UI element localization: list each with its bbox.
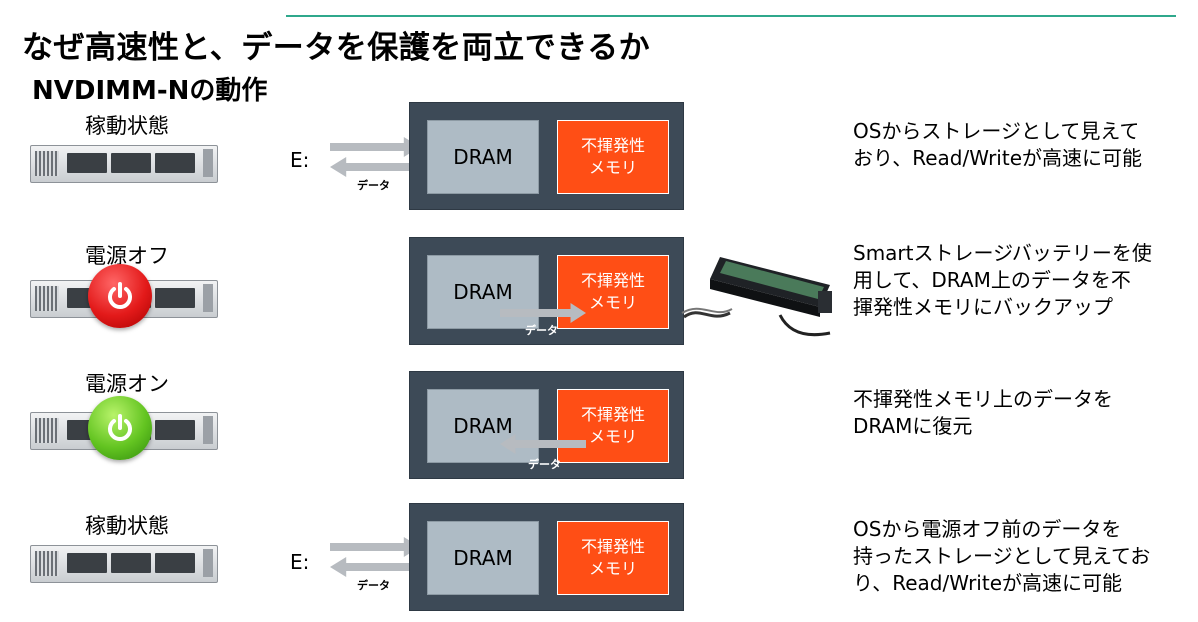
description-line: り、Read/Writeが高速に可能 [853, 571, 1122, 595]
nvdimm-module: DRAM 不揮発性 メモリ [409, 371, 684, 479]
row-power-off: 電源オフ DRAM 不揮発性 メモリ データ Smartストレージバッテリーを使… [0, 0, 1198, 345]
power-on-icon [88, 396, 152, 460]
data-label: データ [357, 579, 390, 592]
description-line: 持ったストレージとして見えてお [853, 544, 1151, 568]
battery-icon [681, 257, 832, 337]
nvdimm-module: DRAM 不揮発性 メモリ [409, 503, 684, 611]
state-label: 稼動状態 [85, 114, 169, 138]
nvdimm-module: DRAM 不揮発性 メモリ [409, 102, 684, 210]
nvm-block: 不揮発性 メモリ [557, 120, 669, 194]
nvm-label-2: メモリ [588, 158, 637, 177]
description-line: OSからストレージとして見えて [853, 119, 1140, 143]
description: OSからストレージとして見えて おり、Read/Writeが高速に可能 [853, 118, 1142, 172]
dram-block: DRAM [427, 389, 539, 463]
description-line: 揮発性メモリにバックアップ [853, 295, 1113, 319]
description-line: おり、Read/Writeが高速に可能 [853, 146, 1142, 170]
read-arrow-icon [330, 557, 420, 577]
nvm-block: 不揮発性 メモリ [557, 389, 669, 463]
nvm-label-2: メモリ [588, 559, 637, 578]
description-line: Smartストレージバッテリーを使 [853, 241, 1152, 265]
server-icon [30, 145, 218, 183]
accent-line [286, 15, 1176, 17]
description-line: OSから電源オフ前のデータを [853, 517, 1122, 541]
description: OSから電源オフ前のデータを 持ったストレージとして見えてお り、Read/Wr… [853, 516, 1150, 597]
row-running-1: 稼動状態 E: データ DRAM 不揮発性 メモリ OSからストレージとして見え… [0, 0, 1198, 210]
dram-block: DRAM [427, 120, 539, 194]
nvm-label-1: 不揮発性 [580, 271, 645, 290]
description-line: 用して、DRAM上のデータを不 [853, 268, 1131, 292]
power-off-icon [88, 264, 152, 328]
slide-title: なぜ高速性と、データを保護を両立できるか [22, 30, 651, 66]
read-arrow-icon [330, 157, 420, 177]
server-icon [30, 545, 218, 583]
state-label: 電源オン [85, 372, 169, 396]
write-arrow-icon [330, 537, 420, 557]
nvm-label-2: メモリ [588, 293, 637, 312]
drive-label: E: [290, 148, 310, 172]
description-line: DRAMに復元 [853, 414, 973, 438]
nvm-label-2: メモリ [588, 427, 637, 446]
dram-block: DRAM [427, 255, 539, 329]
data-label: データ [357, 179, 390, 192]
nvm-block: 不揮発性 メモリ [557, 255, 669, 329]
state-label: 稼動状態 [85, 514, 169, 538]
nvdimm-module: DRAM 不揮発性 メモリ [409, 237, 684, 345]
dram-block: DRAM [427, 521, 539, 595]
drive-label: E: [290, 550, 310, 574]
description: 不揮発性メモリ上のデータを DRAMに復元 [853, 386, 1113, 440]
data-label: データ [528, 458, 561, 471]
data-label: データ [525, 324, 558, 337]
row-power-on: 電源オン DRAM 不揮発性 メモリ データ 不揮発性メモリ上のデータを DRA… [0, 0, 1198, 479]
slide-subtitle: NVDIMM-Nの動作 [32, 76, 268, 106]
nvm-label-1: 不揮発性 [580, 405, 645, 424]
description: Smartストレージバッテリーを使 用して、DRAM上のデータを不 揮発性メモリ… [853, 240, 1152, 321]
nvm-label-1: 不揮発性 [580, 537, 645, 556]
description-line: 不揮発性メモリ上のデータを [853, 387, 1113, 411]
nvm-label-1: 不揮発性 [580, 136, 645, 155]
write-arrow-icon [330, 137, 420, 157]
nvm-block: 不揮発性 メモリ [557, 521, 669, 595]
